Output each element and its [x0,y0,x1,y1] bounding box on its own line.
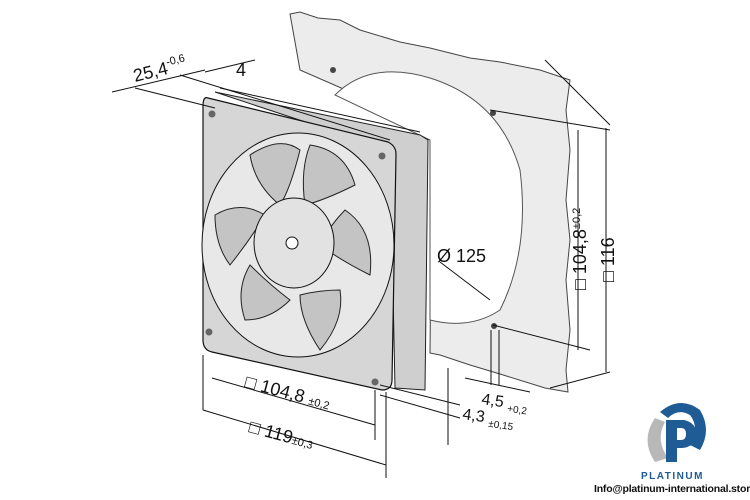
fan-mount-hole [378,152,386,160]
panel-size-dimension: □ 116 [598,237,618,282]
fan-hole-spacing-dimension: □ 104,8 ±0,2 [243,372,332,414]
fan-blades [214,143,372,351]
panel-hole [330,67,336,73]
fan-size-dimension: □ 119±0,3 [247,417,316,453]
hole-offset-dimension: 4,3 ±0,15 [461,406,515,433]
logo-brand-name: PLATINUM [641,471,704,482]
panel-hole [491,323,497,329]
fan-mount-hole [371,378,379,386]
dimension-lines [111,59,611,478]
panel-hole-spacing-dimension: □ 104,8±0,2 [570,208,590,290]
fan-mount-hole [208,110,216,118]
hub-center [285,236,299,250]
contact-email: Info@platinum-international.store [594,483,750,495]
hole-diameter-dimension: Ø 125 [437,246,486,266]
platinum-logo [647,402,706,462]
panel-cutout [334,71,523,324]
fan-mount-hole [205,328,213,336]
panel-hole [490,110,496,116]
screw-hole-dimension: 4,5 +0,2 [480,391,529,417]
flange-dimension: 4 [236,60,246,80]
